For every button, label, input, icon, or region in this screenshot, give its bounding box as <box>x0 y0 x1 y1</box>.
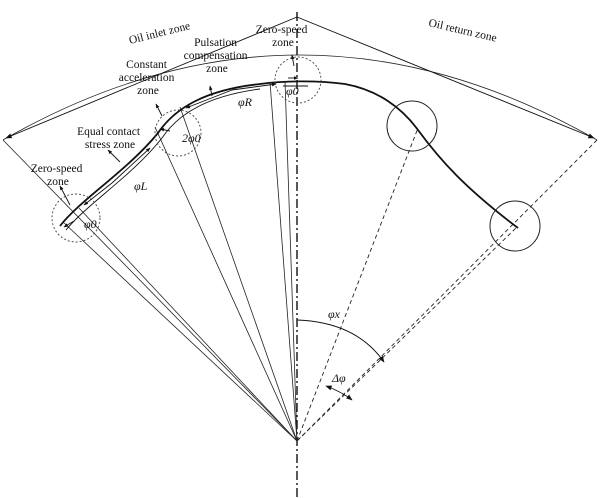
radius-line-5 <box>269 81 298 442</box>
left-boundary-radius <box>2 139 298 442</box>
oil-inlet-extent-arrow <box>5 16 298 139</box>
two-phi0-arrow <box>159 128 171 132</box>
pulsation-compensation-label: Pulsation compensation zone <box>184 37 251 75</box>
radius-line-6 <box>284 80 298 442</box>
leader-zero-speed-top <box>290 54 295 67</box>
zero-speed-top-label: Zero-speed zone <box>256 24 311 49</box>
radius-line-2 <box>78 207 298 442</box>
equal-contact-stress-label: Equal contact stress zone <box>77 126 143 151</box>
radius-line-1 <box>62 221 298 442</box>
return-zone-circle-1 <box>386 100 438 152</box>
phi0-left-symbol: φ0 <box>84 217 97 231</box>
oil-return-extent-arrow <box>296 16 595 139</box>
oil-return-zone-label: Oil return zone <box>427 17 498 44</box>
phi-x-symbol: φx <box>328 307 341 321</box>
return-zone-circle-2 <box>489 200 541 252</box>
delta-phi-symbol: Δφ <box>331 371 346 385</box>
constant-acceleration-label: Constant acceleration zone <box>119 59 177 97</box>
radius-line-3 <box>154 126 298 442</box>
zero-speed-left-circle <box>51 193 101 243</box>
curve-offset-track <box>65 88 261 231</box>
stator-curve <box>59 80 519 229</box>
zero-speed-left-label: Zero-speed zone <box>31 163 86 188</box>
phi-L-symbol: φL <box>134 179 148 193</box>
zero-speed-top-circle <box>274 56 322 104</box>
leader-zero-speed-left <box>59 185 71 206</box>
delta-phi-angle-arc <box>325 385 353 401</box>
leader-pulsation <box>209 85 213 97</box>
phi-R-symbol: φR <box>238 95 253 109</box>
phi0-left-arrow <box>63 220 75 228</box>
phi-R-arrow-a <box>185 89 233 109</box>
phi0-top-symbol: φ0 <box>286 84 299 98</box>
phi-x-angle-arc <box>296 319 385 363</box>
radius-line-4 <box>179 106 298 442</box>
right-boundary-radius <box>296 139 598 442</box>
leader-equal-contact <box>107 149 121 163</box>
leader-constant-accel <box>155 103 163 117</box>
transition-circle <box>154 109 202 157</box>
oil-inlet-zone-label: Oil inlet zone <box>128 20 192 47</box>
radius-dashed-1 <box>296 127 419 442</box>
radius-dashed-2 <box>296 226 518 442</box>
outer-arc <box>2 54 598 141</box>
phi-L-arrow-b <box>111 147 151 184</box>
phi-R-arrow-b <box>231 82 277 91</box>
two-phi0-symbol: 2φ0 <box>182 131 201 145</box>
phi-L-arrow-a <box>83 182 113 206</box>
